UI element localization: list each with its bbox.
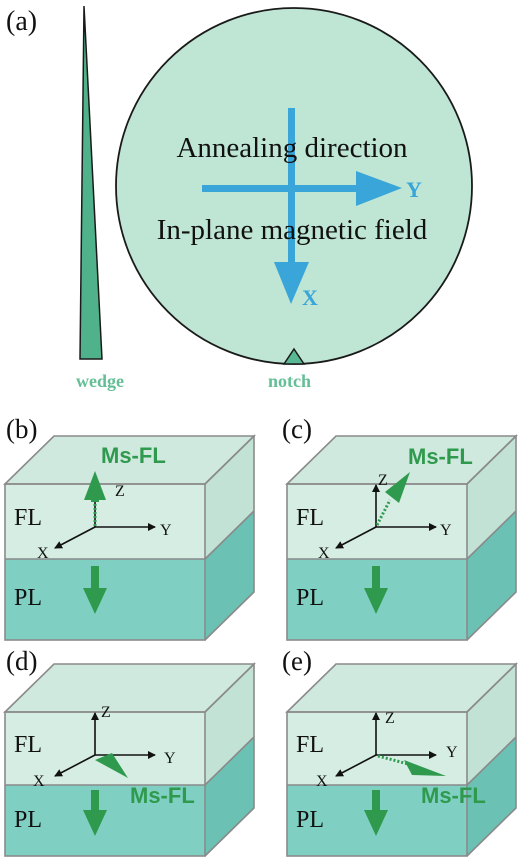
fl-front-face [5,484,205,559]
axis-y-label: Y [406,177,422,202]
fl-top-face [5,664,254,712]
fl-label: FL [296,505,324,531]
panel-a: (a) wedge notch X Y Annealing direction … [6,5,473,391]
fl-top-face [5,436,254,484]
fl-front-face [287,484,467,559]
axis-z-label: Z [378,472,388,489]
x-arrow-head [274,262,309,304]
panel-c: (c) Ms-FL Z Y X FL PL [282,414,518,641]
pl-label: PL [14,807,42,833]
fl-side-face [205,664,254,785]
pl-front-face [5,559,205,640]
ms-fl-label: Ms-FL [101,443,166,468]
pl-arrow-head [83,588,107,614]
pl-side-face [205,511,254,640]
cube-edges [3,662,256,857]
wedge-label: wedge [76,371,124,391]
panel-c-label: (c) [282,414,312,444]
pl-label: PL [296,585,324,611]
fl-top-face [287,664,516,712]
axis-x-label: X [316,773,328,790]
ms-arrow-head [84,471,106,500]
ms-arrow-head [404,760,446,776]
fl-side-face [467,664,516,785]
ms-fl-label: Ms-FL [421,783,486,808]
fl-front-face [5,712,205,785]
ms-projection [375,499,392,526]
cube-edges [285,662,518,857]
axes-triad [335,484,437,549]
ms-arrow-head [95,753,128,778]
annealing-direction-text: Annealing direction [176,132,408,164]
notch-shape [282,347,306,365]
axis-y-label: Y [164,750,176,767]
pl-arrow-shaft [372,566,380,590]
pl-arrow-shaft [91,566,99,590]
ms-arrow-head [385,472,410,503]
axes-triad [335,712,437,777]
fl-label: FL [14,505,42,531]
pl-arrow-head [364,810,388,836]
axis-y-label: Y [160,522,172,539]
pl-arrow-shaft [91,790,99,812]
panel-d-label: (d) [6,646,37,676]
panel-e: (e) Ms-FL Z Y X FL PL [282,646,518,857]
cube-edges [3,434,256,641]
pl-side-face [467,737,516,856]
panel-a-label: (a) [6,6,37,37]
pl-front-face [5,785,205,856]
axis-z-label: Z [101,704,111,721]
y-arrow-head [356,171,402,206]
fl-top-face [287,436,516,484]
notch-label: notch [268,371,311,391]
axis-x-label: X [37,545,49,562]
in-plane-field-text: In-plane magnetic field [157,214,428,246]
fl-side-face [205,436,254,559]
pl-label: PL [14,585,42,611]
panel-e-label: (e) [282,646,312,676]
pl-arrow-head [364,588,388,614]
axis-z-label: Z [115,483,125,500]
pl-arrow-shaft [372,790,380,812]
panel-d: (d) Ms-FL Z Y X FL PL [3,646,256,857]
panel-b: (b) Ms-FL Z Y X FL PL [3,414,256,641]
axis-x-label: X [318,545,330,562]
ms-fl-label: Ms-FL [408,444,473,469]
axis-y-label: Y [440,522,452,539]
pl-label: PL [296,807,324,833]
axis-x-label: X [302,285,318,310]
axis-z-label: Z [385,710,395,727]
axis-x-label: X [33,773,45,790]
fl-label: FL [296,732,324,758]
fl-side-face [467,436,516,559]
axis-y-label: Y [446,744,458,761]
pl-side-face [467,511,516,640]
pl-side-face [205,737,254,856]
ms-fl-label: Ms-FL [130,783,195,808]
wedge-shape [79,5,103,360]
pl-arrow-head [83,810,107,836]
axes-triad [54,712,156,777]
fl-label: FL [14,732,42,758]
panel-b-label: (b) [6,414,37,444]
y-arrow-shaft [202,185,360,192]
